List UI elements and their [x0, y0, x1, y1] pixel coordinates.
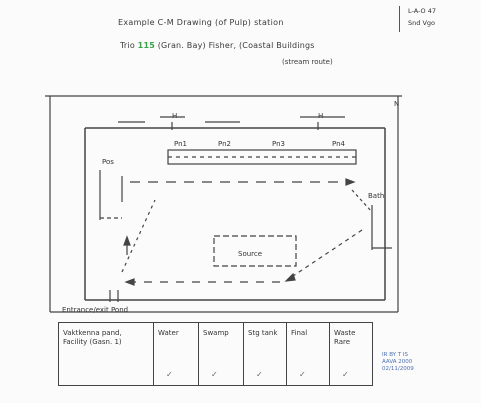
flow-arrowhead-top	[345, 178, 356, 186]
legend-cell-label: Water	[158, 329, 179, 337]
stamp-line-1: L-A-O 47	[408, 7, 436, 15]
pond-label-1: Pn1	[174, 140, 187, 148]
legend-cell-label: Waste Rare	[334, 329, 356, 346]
header-line-3: (stream route)	[282, 58, 333, 66]
check-mark: ✓	[299, 370, 306, 379]
legend-cell: Final ✓	[286, 322, 330, 386]
legend-cell-label: Vaktkenna pand, Facility (Gasn. 1)	[63, 329, 122, 346]
header-line-2-suffix: (Gran. Bay) Fisher, (Coastal Buildings	[157, 41, 315, 50]
check-mark: ✓	[166, 370, 173, 379]
check-mark: ✓	[342, 370, 349, 379]
legend-cell-label: Stg tank	[248, 329, 278, 337]
flow-line-right	[351, 189, 373, 213]
legend-cell: Vaktkenna pand, Facility (Gasn. 1)	[58, 322, 154, 386]
signature-line-1: IR BY T IS	[382, 352, 408, 358]
header-line-1: Example C-M Drawing (of Pulp) station	[118, 18, 284, 27]
signature-line-2: AAVA 2000	[382, 359, 413, 365]
flow-arrowhead-diag	[284, 272, 296, 282]
header-line-2-prefix: Trio	[120, 41, 135, 50]
entrance-label: Entrance/exit Pond	[62, 306, 129, 314]
signature-stamp: IR BY T IS AAVA 2000 02/11/2009	[382, 352, 414, 373]
flow-arrowhead-left	[123, 235, 131, 246]
stamp-line-2: Snd Vgo	[408, 19, 435, 27]
right-box-label: Bath	[368, 192, 385, 200]
legend-cell-label: Swamp	[203, 329, 229, 337]
pond-label-3: Pn3	[272, 140, 285, 148]
legend-cell-label: Final	[291, 329, 308, 337]
pond-label-4: Pn4	[332, 140, 345, 148]
pond-label-2: Pn2	[218, 140, 231, 148]
check-mark: ✓	[211, 370, 218, 379]
north-label: N	[394, 100, 400, 108]
legend-cell: Swamp ✓	[198, 322, 244, 386]
center-box-label: Source	[238, 250, 263, 258]
marker-h-left: H	[172, 112, 178, 120]
legend-cell: Water ✓	[153, 322, 199, 386]
header-stamp: L-A-O 47 Snd Vgo	[399, 6, 456, 32]
header-line-2-number: 115	[137, 41, 155, 50]
center-source-box	[213, 235, 297, 267]
check-mark: ✓	[256, 370, 263, 379]
flow-line-diag	[289, 229, 363, 279]
marker-h-right: H	[318, 112, 324, 120]
header-line-2: Trio 115 (Gran. Bay) Fisher, (Coastal Bu…	[120, 41, 315, 50]
pond-row-box	[167, 149, 357, 165]
legend-cell: Stg tank ✓	[243, 322, 287, 386]
left-box-label: Pos	[102, 158, 114, 166]
flow-arrowhead-bottom	[124, 278, 135, 286]
legend-cell: Waste Rare ✓	[329, 322, 373, 386]
legend-table: Vaktkenna pand, Facility (Gasn. 1) Water…	[58, 322, 374, 388]
signature-line-3: 02/11/2009	[382, 366, 414, 372]
